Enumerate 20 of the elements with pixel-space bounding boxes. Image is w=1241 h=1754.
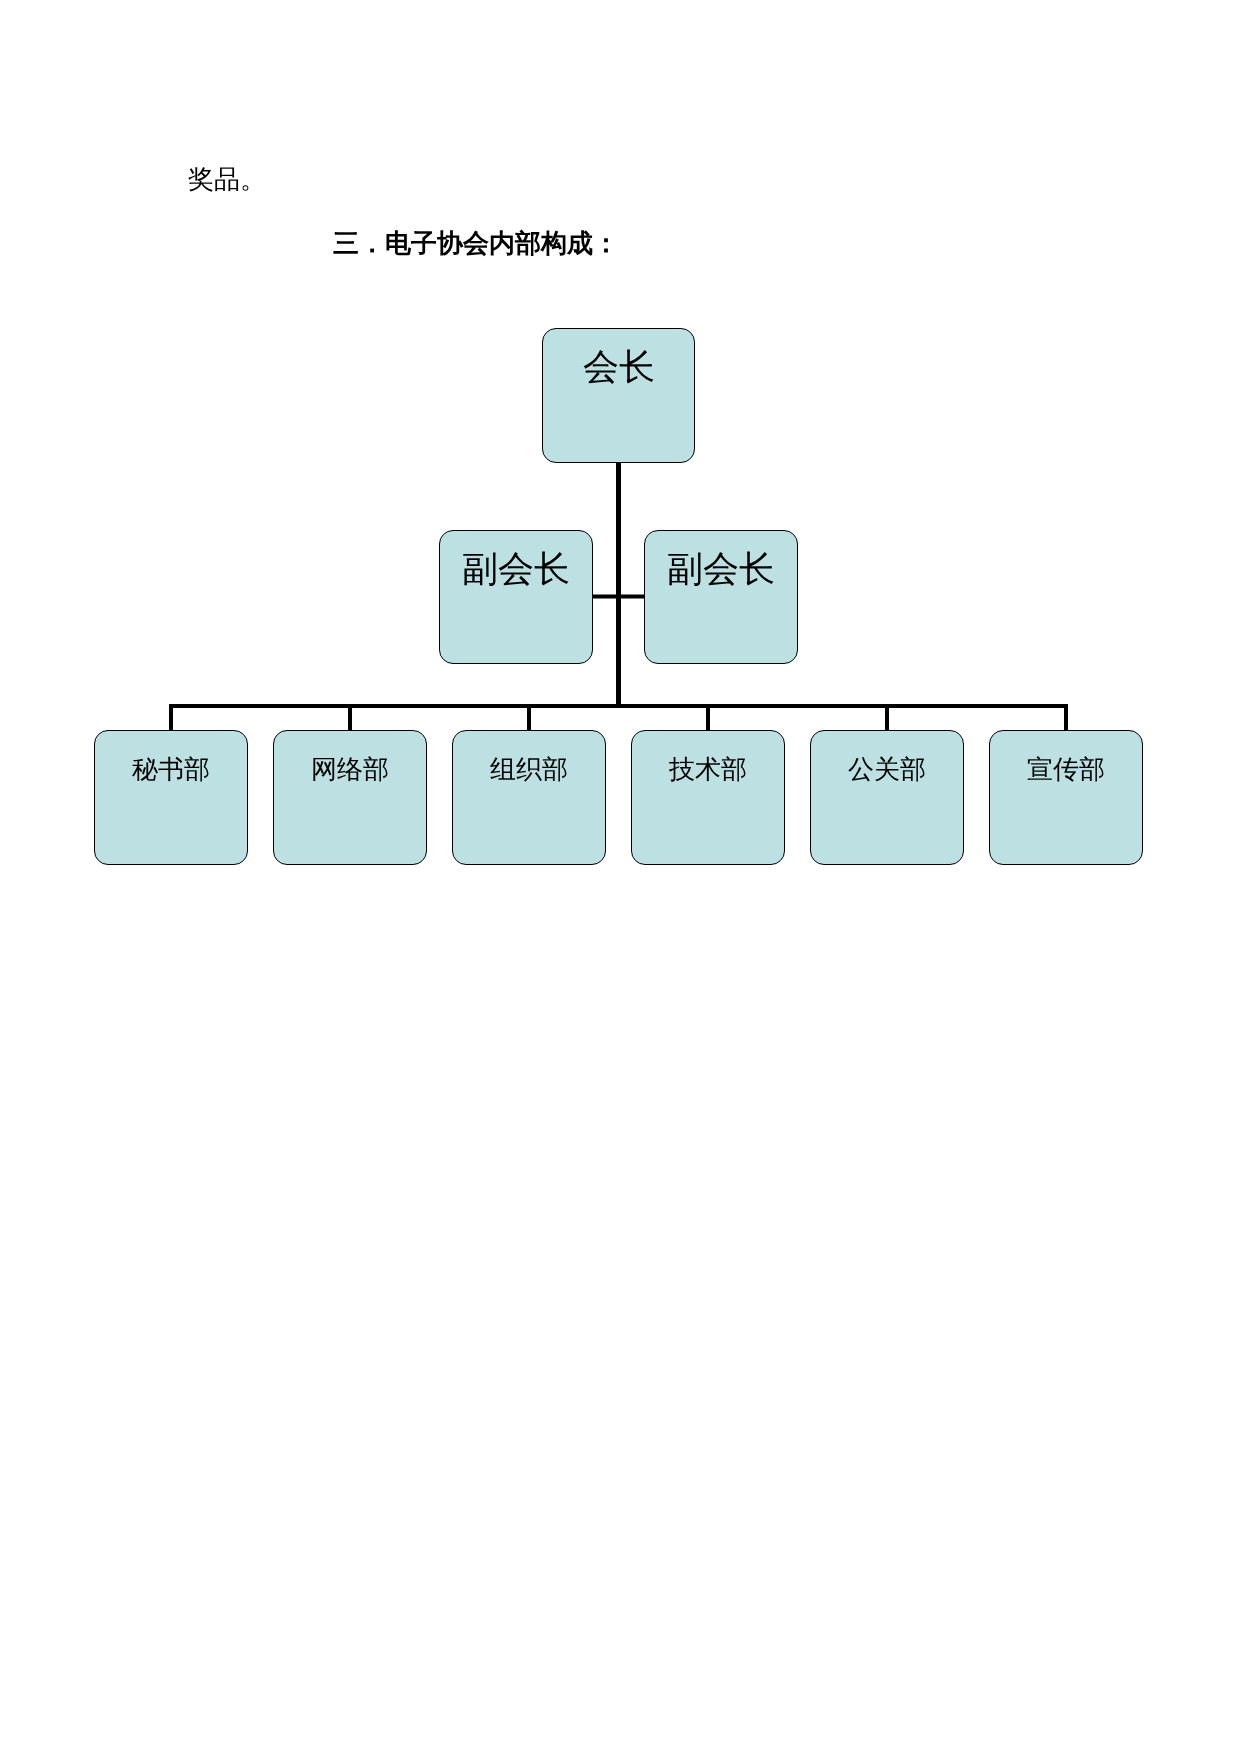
department-box xyxy=(810,730,964,865)
department-name: 网络部 xyxy=(311,754,389,786)
position-box xyxy=(542,328,695,463)
position-title: 副会长 xyxy=(667,548,775,591)
department-name: 宣传部 xyxy=(1027,754,1105,786)
department-box xyxy=(94,730,248,865)
department-name: 秘书部 xyxy=(132,754,210,786)
department-box xyxy=(452,730,606,865)
position-box xyxy=(644,530,798,664)
position-box xyxy=(439,530,593,664)
department-box xyxy=(631,730,785,865)
section-heading: 三．电子协会内部构成： xyxy=(333,228,619,260)
paragraph-text: 奖品。 xyxy=(188,164,266,196)
department-name: 技术部 xyxy=(669,754,747,786)
department-box xyxy=(989,730,1143,865)
position-title: 副会长 xyxy=(462,548,570,591)
position-title: 会长 xyxy=(582,346,655,389)
department-name: 公关部 xyxy=(848,754,926,786)
department-box xyxy=(273,730,427,865)
department-name: 组织部 xyxy=(490,754,568,786)
